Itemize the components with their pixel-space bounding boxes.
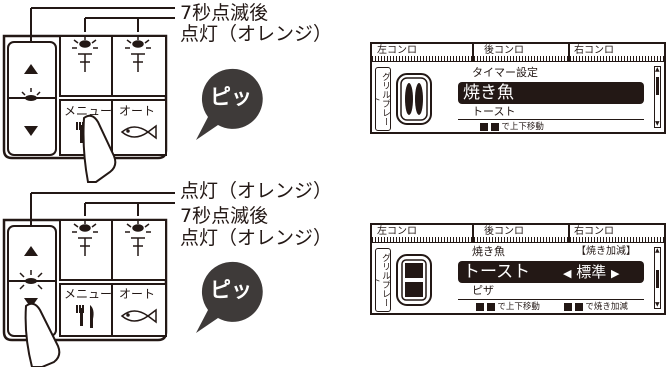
fish-icon	[120, 124, 157, 140]
right-triangle-icon: ▶	[611, 267, 620, 280]
menu-item-below[interactable]: ピザ	[472, 284, 494, 297]
beep-text: ピッ	[210, 85, 252, 109]
up-arrow-icon	[24, 246, 38, 256]
auto-button-label[interactable]: オート	[119, 287, 156, 301]
fish-icon	[120, 308, 157, 324]
finger-icon	[24, 302, 61, 367]
beep-speech-bubble	[196, 68, 263, 140]
down-key-icon	[480, 122, 488, 131]
left-triangle-icon: ◀	[563, 267, 572, 280]
caption-blink-then-on: 7秒点滅後	[180, 205, 269, 227]
fish-grill-icon	[396, 73, 432, 125]
plus-key-icon	[574, 302, 583, 311]
caption-lit-orange: 点灯（オレンジ）	[180, 23, 333, 45]
menu-button-label[interactable]: メニュー	[64, 104, 113, 118]
step1-control-panel	[2, 7, 175, 183]
auto-button-label[interactable]: オート	[119, 104, 156, 118]
step1-lcd-display: 左コンロ 後コンロ 右コンロ グリルプレート タイマー設定 焼き魚 トースト で…	[370, 42, 666, 134]
step2-control-panel	[2, 192, 175, 367]
heat-level-heading: 【焼き加減】	[576, 246, 636, 257]
caption-lit-orange: 点灯（オレンジ）	[180, 180, 333, 202]
minus-key-icon	[564, 302, 572, 311]
burner-header: 左コンロ 後コンロ 右コンロ	[372, 44, 664, 62]
toast-grill-icon	[396, 254, 432, 306]
menu-item-below[interactable]: トースト	[472, 105, 516, 118]
scrollbar[interactable]: ▲▼	[654, 247, 661, 309]
nav-hint: で上下移動	[480, 122, 544, 132]
up-key-icon	[490, 122, 499, 131]
burner-header: 左コンロ 後コンロ 右コンロ	[372, 225, 664, 243]
scrollbar[interactable]: ▲▼	[654, 66, 661, 128]
burner-left-label: 左コンロ	[377, 45, 417, 56]
menu-button-label[interactable]: メニュー	[64, 287, 113, 301]
down-arrow-icon	[24, 126, 38, 136]
menu-item-selected[interactable]: トースト ◀ 標準 ▶	[458, 261, 644, 283]
grill-plate-tab: グリルプレート	[370, 67, 391, 131]
burner-right-label: 右コンロ	[574, 226, 614, 237]
menu-item-above[interactable]: 焼き魚	[472, 245, 505, 258]
nav-hint: で上下移動	[476, 302, 540, 312]
grill-plate-tab: グリルプレート	[370, 248, 391, 312]
cutlery-icon	[76, 305, 94, 328]
beep-text: ピッ	[210, 278, 252, 302]
burner-right-label: 右コンロ	[574, 45, 614, 56]
menu-item-above[interactable]: タイマー設定	[472, 66, 538, 79]
down-key-icon	[476, 302, 484, 311]
up-arrow-icon	[24, 64, 38, 74]
up-key-icon	[486, 302, 495, 311]
beep-speech-bubble	[196, 261, 263, 333]
heat-level-selector[interactable]: ◀ 標準 ▶	[563, 261, 620, 285]
menu-item-selected[interactable]: 焼き魚	[458, 82, 644, 104]
selected-item-label: トースト	[463, 262, 531, 282]
heat-hint: で焼き加減	[564, 302, 628, 312]
burner-left-label: 左コンロ	[377, 226, 417, 237]
caption-blink-then-on: 7秒点滅後	[180, 2, 269, 24]
burner-back-label: 後コンロ	[484, 45, 524, 56]
caption-lit-orange-2: 点灯（オレンジ）	[180, 227, 333, 249]
heat-level-value: 標準	[576, 263, 607, 281]
step2-lcd-display: 左コンロ 後コンロ 右コンロ グリルプレート 焼き魚 【焼き加減】 トースト ◀…	[370, 223, 666, 315]
burner-back-label: 後コンロ	[484, 226, 524, 237]
finger-icon	[82, 114, 117, 183]
